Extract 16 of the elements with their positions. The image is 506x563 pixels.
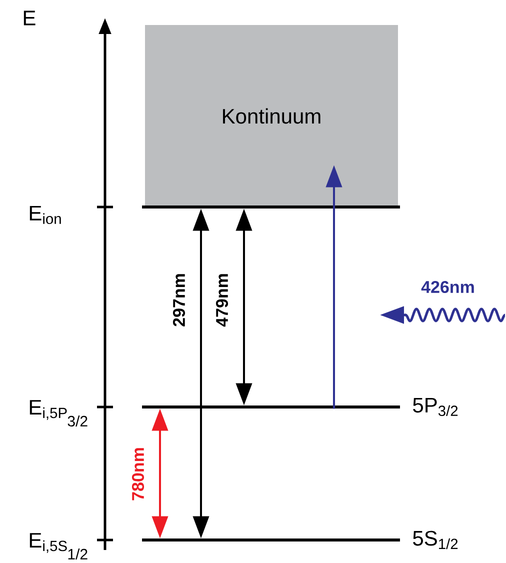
subscript-label: 3/2 [68,416,88,426]
node-label: 5P$_{3/2}$ [413,398,458,416]
subscript-label: 1/2 [68,548,88,560]
axis-label: E [24,10,36,26]
edge-label: 479nm [216,274,228,327]
level-label: E$_{ion}$ [30,206,61,224]
node-label: 5S$_{1/2}$ [413,530,458,550]
continuum-box: Kontinuum [145,25,398,207]
energy-level: 5P$_{3/2}$ [142,398,458,416]
edge-label: 297nm [172,274,186,326]
level-label: E$_{i,5S}$ [30,533,67,553]
energy-level [142,206,400,208]
energy-level: 5S$_{1/2}$ [142,530,458,550]
level-label: E$_{i,5P}$ [30,400,67,420]
edge-label: 780nm [132,448,144,500]
wavelength-label: 426nm [421,280,474,294]
